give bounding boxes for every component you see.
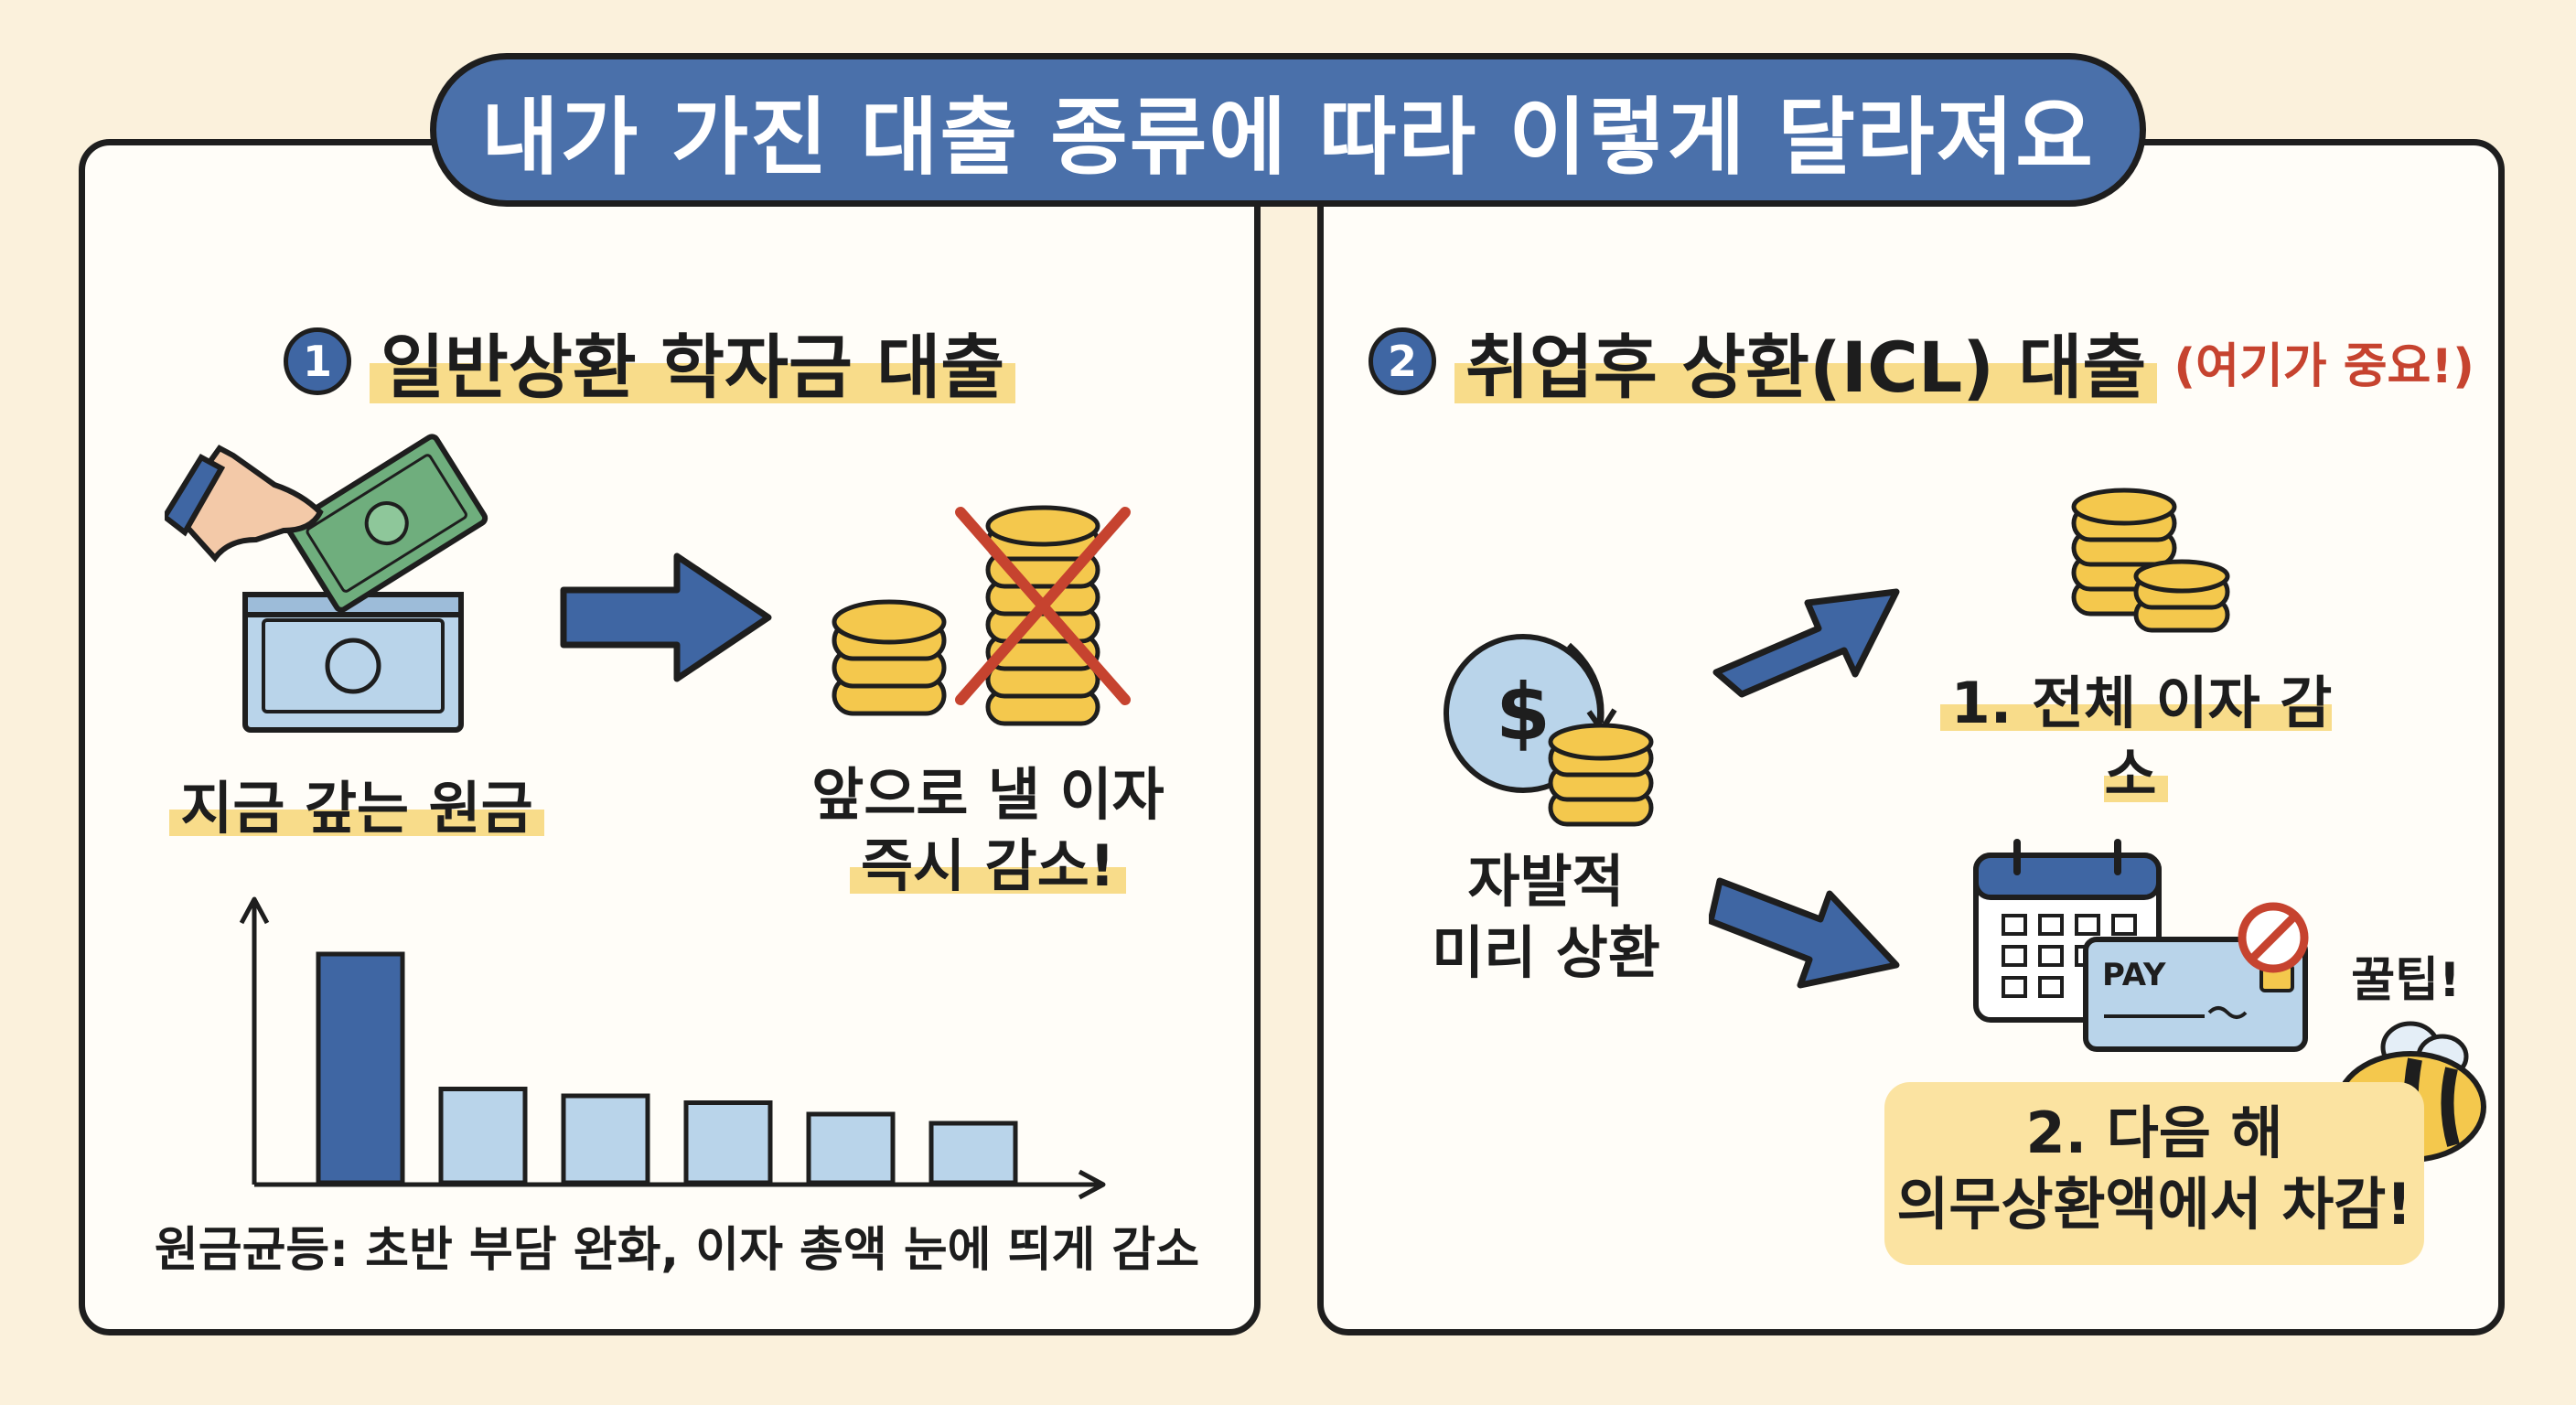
page-title: 내가 가진 대출 종류에 따라 이렇게 달라져요	[430, 53, 2146, 207]
label-result-deduction: 2. 다음 해 의무상환액에서 차감!	[1884, 1098, 2424, 1239]
chart-caption: 원금균등: 초반 부담 완화, 이자 총액 눈에 띄게 감소	[154, 1223, 1200, 1278]
section-header-icl: 2 취업후 상환(ICL) 대출 (여기가 중요!)	[1368, 311, 2474, 412]
card-pay-label: PAY	[2102, 957, 2166, 993]
chart-y-axis-arrow	[239, 896, 270, 925]
section-number-badge: 2	[1368, 327, 1436, 395]
label-result-interest: 1. 전체 이자 감소	[1916, 668, 2356, 810]
section-header-general: 1 일반상환 학자금 대출	[284, 311, 1016, 412]
label-voluntary-line2: 미리 상환	[1432, 918, 1660, 986]
chart-bar-1	[316, 951, 405, 1185]
chart-bar-2	[438, 1087, 528, 1185]
label-interest-line2: 즉시 감소!	[849, 831, 1127, 899]
label-principal-paid: 지금 갚는 원금	[146, 773, 567, 844]
label-voluntary-prepayment: 자발적 미리 상환	[1390, 846, 1701, 988]
chart-bar-6	[928, 1121, 1018, 1185]
chart-bars	[316, 951, 1018, 1185]
arrow-right-icon	[560, 552, 772, 682]
label-result-interest-text: 1. 전체 이자 감소	[1939, 670, 2333, 808]
chart-bar-4	[683, 1100, 773, 1185]
chart-bar-3	[561, 1093, 650, 1185]
chart-x-axis-arrow	[1078, 1169, 1106, 1200]
chart-bar-5	[806, 1111, 896, 1185]
dollar-symbol: $	[1496, 667, 1551, 758]
label-voluntary-line1: 자발적	[1467, 848, 1625, 915]
section-title-icl: 취업후 상환(ICL) 대출	[1454, 311, 2158, 412]
coins-stack-icon	[2071, 488, 2230, 633]
label-interest-reduced: 앞으로 낼 이자 즉시 감소!	[750, 759, 1226, 901]
page-title-text: 내가 가진 대출 종류에 따라 이렇게 달라져요	[481, 88, 2095, 187]
principal-equal-bar-chart	[239, 896, 1106, 1200]
section-title-general: 일반상환 학자금 대출	[370, 311, 1016, 412]
hand-paying-money-icon	[165, 434, 488, 733]
section-number-badge: 1	[284, 327, 351, 395]
tip-label: 꿀팁!	[2351, 953, 2461, 1008]
section-note-important: (여기가 중요!)	[2174, 338, 2474, 394]
label-result-deduction-line1: 2. 다음 해	[2025, 1099, 2283, 1166]
calendar-card-icon: PAY	[1973, 839, 2309, 1052]
dollar-refresh-coins-icon: $	[1444, 634, 1654, 827]
arrow-up-right-icon	[1712, 588, 1900, 698]
label-result-deduction-line2: 의무상환액에서 차감!	[1896, 1170, 2412, 1238]
label-principal-paid-text: 지금 갚는 원금	[169, 775, 544, 842]
label-interest-line1: 앞으로 낼 이자	[811, 761, 1165, 828]
arrow-down-right-icon	[1709, 877, 1900, 989]
result-deduction-box	[1884, 1082, 2424, 1265]
coins-crossed-icon	[832, 505, 1131, 726]
